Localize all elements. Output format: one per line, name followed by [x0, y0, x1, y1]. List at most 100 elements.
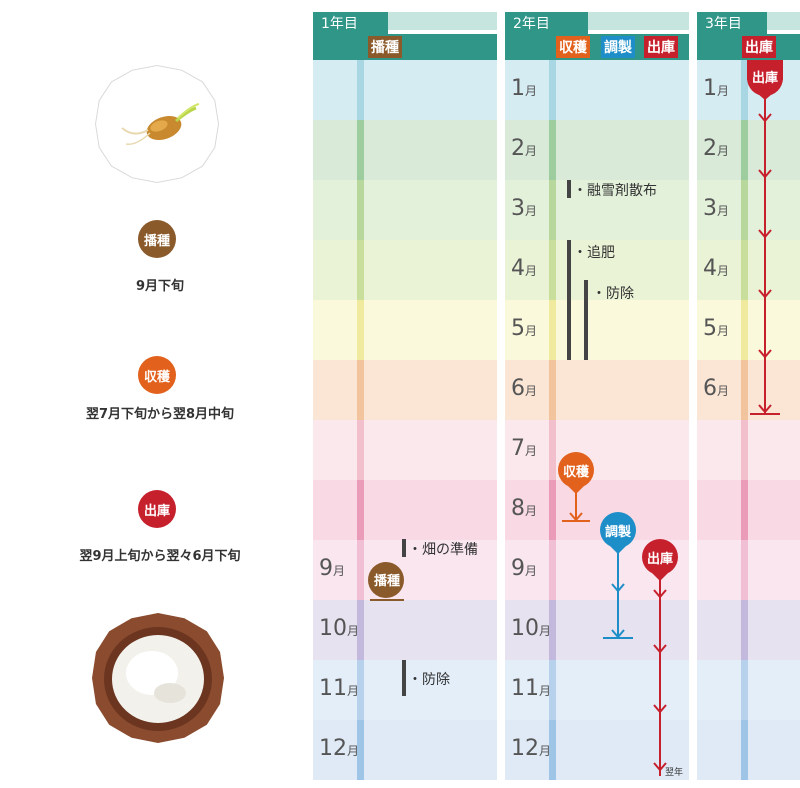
- ship-marker-label: 出庫: [646, 552, 673, 567]
- year2-title: 2年目: [505, 12, 588, 34]
- month-accent: [741, 480, 748, 540]
- month-accent: [357, 60, 364, 120]
- y1-field-prep-note: ・畑の準備: [408, 542, 478, 558]
- year2-tag-harvest: 収穫: [556, 36, 590, 58]
- month-row: 5月: [697, 300, 800, 360]
- month-row: [313, 60, 497, 120]
- month-accent: [549, 420, 556, 480]
- month-row: 12月: [313, 720, 497, 780]
- y1-month-label: 9月: [319, 556, 346, 581]
- y2-month-label: 10月: [511, 616, 552, 641]
- month-row: [697, 480, 800, 540]
- sowing-marker-icon: [368, 562, 404, 598]
- month-accent: [357, 720, 364, 780]
- y2-month-label: 4月: [511, 256, 538, 281]
- y2-fert-note: ・追肥: [573, 245, 615, 261]
- y3-month-label: 4月: [703, 256, 730, 281]
- month-accent: [741, 660, 748, 720]
- month-row: [697, 660, 800, 720]
- seed-icon: [121, 103, 200, 146]
- month-accent: [549, 120, 556, 180]
- month-accent: [741, 240, 748, 300]
- month-accent: [741, 60, 748, 120]
- month-row: 4月: [505, 240, 689, 300]
- month-accent: [357, 480, 364, 540]
- harvest-badge-label: 収穫: [143, 369, 170, 385]
- month-accent: [549, 480, 556, 540]
- month-accent: [741, 180, 748, 240]
- month-accent: [741, 300, 748, 360]
- ship-y3-marker-label: 出庫: [751, 71, 778, 86]
- year1-rows: 9月 10月 11月 12月: [313, 60, 497, 780]
- month-accent: [357, 540, 364, 600]
- month-row: 4月: [697, 240, 800, 300]
- harvest-marker-label: 収穫: [562, 465, 589, 480]
- year3-tag-ship: 出庫: [742, 36, 776, 58]
- shipping-badge: 出庫: [138, 490, 176, 528]
- month-accent: [549, 180, 556, 240]
- month-row: 8月: [505, 480, 689, 540]
- month-row: [697, 540, 800, 600]
- sowing-marker-label: 播種: [373, 574, 400, 589]
- month-accent: [549, 600, 556, 660]
- y2-month-label: 2月: [511, 136, 538, 161]
- ship-marker-tip: [646, 567, 674, 581]
- y2-pest-note: ・防除: [592, 286, 634, 302]
- month-row: [697, 420, 800, 480]
- harvest-marker-icon: [558, 452, 594, 488]
- month-row: 2月: [505, 120, 689, 180]
- y2-month-label: 9月: [511, 556, 538, 581]
- month-accent: [357, 420, 364, 480]
- y1-pest-bar: [402, 660, 406, 696]
- month-accent: [741, 540, 748, 600]
- harvest-date: 翌7月下旬から翌8月中旬: [85, 407, 235, 422]
- prep-marker-tip: [604, 540, 632, 554]
- month-accent: [549, 300, 556, 360]
- month-accent: [549, 240, 556, 300]
- month-row: [313, 480, 497, 540]
- y2-fert-bar: [567, 240, 571, 360]
- month-row: [697, 600, 800, 660]
- harvest-badge: 収穫: [138, 356, 176, 394]
- year3-title: 3年目: [697, 12, 767, 34]
- sowing-badge-label: 播種: [143, 233, 170, 249]
- month-accent: [357, 240, 364, 300]
- month-row: [313, 360, 497, 420]
- y2-month-label: 11月: [511, 676, 552, 701]
- y2-month-label: 7月: [511, 436, 538, 461]
- y1-pest-note: ・防除: [408, 672, 450, 688]
- next-year-note: 翌年: [665, 768, 684, 778]
- y1-field-prep-bar: [402, 539, 406, 557]
- month-accent: [549, 540, 556, 600]
- month-row: [313, 240, 497, 300]
- month-accent: [357, 180, 364, 240]
- prep-marker-label: 調製: [604, 525, 631, 540]
- y1-month-label: 12月: [319, 736, 360, 761]
- month-accent: [357, 660, 364, 720]
- sowing-badge: 播種: [138, 220, 176, 258]
- y2-month-label: 5月: [511, 316, 538, 341]
- flour-icon: [104, 627, 212, 731]
- y1-month-label: 11月: [319, 676, 360, 701]
- month-row: [313, 420, 497, 480]
- month-accent: [549, 360, 556, 420]
- month-row: 2月: [697, 120, 800, 180]
- y1-month-label: 10月: [319, 616, 360, 641]
- month-row: 6月: [697, 360, 800, 420]
- year2-tag-prep: 調製: [601, 36, 635, 58]
- y2-month-label: 3月: [511, 196, 538, 221]
- ship-marker-icon: [642, 539, 678, 575]
- prep-arrow-head1: [611, 583, 625, 593]
- month-accent: [357, 600, 364, 660]
- month-accent: [741, 420, 748, 480]
- month-accent: [741, 720, 748, 780]
- month-row: 10月: [313, 600, 497, 660]
- y3-month-label: 1月: [703, 76, 730, 101]
- sowing-date: 9月下旬: [135, 279, 185, 294]
- y2-month-label: 1月: [511, 76, 538, 101]
- month-accent: [741, 360, 748, 420]
